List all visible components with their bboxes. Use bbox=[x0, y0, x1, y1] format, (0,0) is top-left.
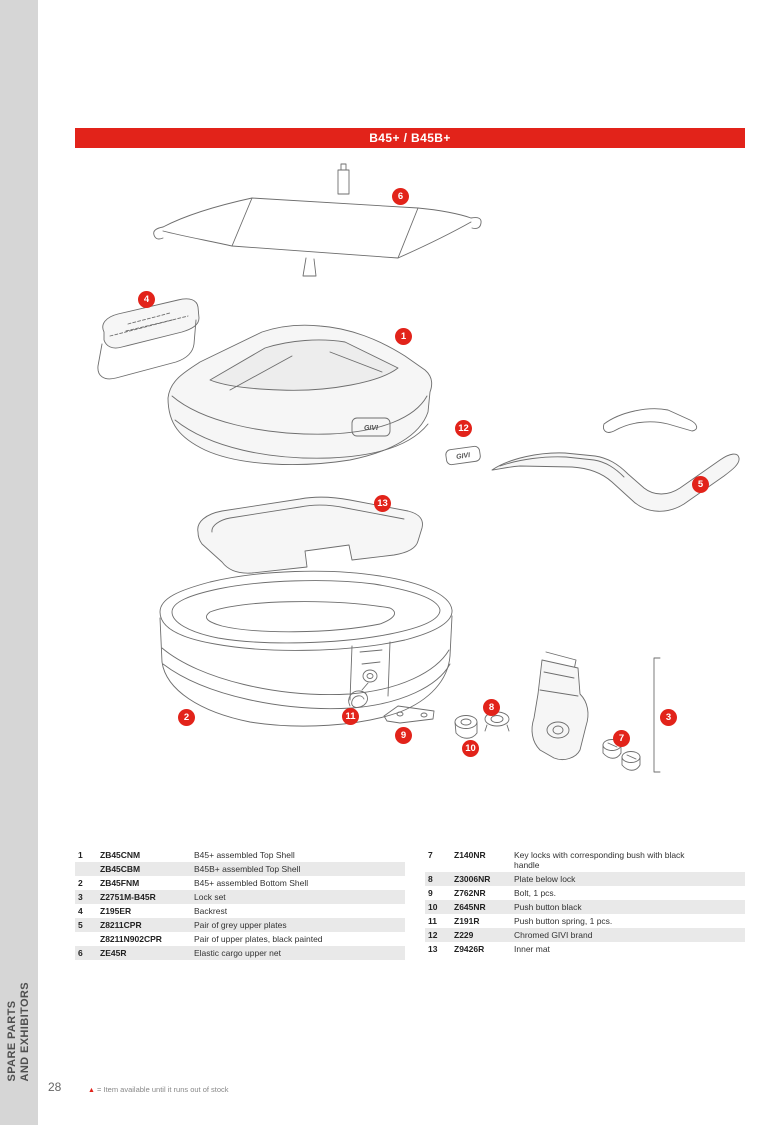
part-description: B45+ assembled Top Shell bbox=[194, 850, 295, 860]
part-description: Pair of grey upper plates bbox=[194, 920, 287, 930]
page-title: B45+ / B45B+ bbox=[369, 131, 451, 145]
callout-2: 2 bbox=[178, 709, 195, 726]
triangle-icon: ▲ bbox=[88, 1087, 95, 1094]
parts-tables: 1 ZB45CNM B45+ assembled Top Shell ZB45C… bbox=[75, 848, 745, 960]
part-code: Z191R bbox=[454, 916, 480, 926]
page-number: 28 bbox=[48, 1080, 62, 1094]
part-number: 8 bbox=[428, 874, 433, 884]
table-row: 9 Z762NR Bolt, 1 pcs. bbox=[425, 886, 745, 900]
part-number: 6 bbox=[78, 948, 83, 958]
part-code: Z9426R bbox=[454, 944, 485, 954]
table-row: 13 Z9426R Inner mat bbox=[425, 942, 745, 956]
part-description: B45B+ assembled Top Shell bbox=[194, 864, 301, 874]
table-row: 10 Z645NR Push button black bbox=[425, 900, 745, 914]
callout-7: 7 bbox=[613, 730, 630, 747]
part-code: Z195ER bbox=[100, 906, 132, 916]
callout-10: 10 bbox=[462, 740, 479, 757]
part-code: ZB45CNM bbox=[100, 850, 141, 860]
part-description: Key locks with corresponding bush with b… bbox=[514, 850, 685, 870]
part-description: Chromed GIVI brand bbox=[514, 930, 593, 940]
part-number: 13 bbox=[428, 944, 438, 954]
table-row: 7 Z140NR Key locks with corresponding bu… bbox=[425, 848, 745, 872]
part-code: ZB45FNM bbox=[100, 878, 140, 888]
table-row: 3 Z2751M-B45R Lock set bbox=[75, 890, 405, 904]
top-shell-drawing: GIVI bbox=[167, 324, 433, 466]
part-number: 11 bbox=[428, 916, 437, 926]
part-description: B45+ assembled Bottom Shell bbox=[194, 878, 309, 888]
table-row: 1 ZB45CNM B45+ assembled Top Shell bbox=[75, 848, 405, 862]
part-code: ZB45CBM bbox=[100, 864, 141, 874]
callout-11: 11 bbox=[342, 708, 359, 725]
footnote-text: = Item available until it runs out of st… bbox=[97, 1085, 229, 1094]
part-description: Plate below lock bbox=[514, 874, 576, 884]
callout-12: 12 bbox=[455, 420, 472, 437]
part-number: 3 bbox=[78, 892, 83, 902]
part-code: Z229 bbox=[454, 930, 474, 940]
sidebar: SPARE PARTS AND EXHIBITORS bbox=[0, 0, 38, 1125]
bolt-drawing bbox=[383, 705, 435, 724]
part-description: Pair of upper plates, black painted bbox=[194, 934, 323, 944]
table-row: 11 Z191R Push button spring, 1 pcs. bbox=[425, 914, 745, 928]
table-row: 4 Z195ER Backrest bbox=[75, 904, 405, 918]
part-code: Z140NR bbox=[454, 850, 486, 860]
shell-logo-text: GIVI bbox=[364, 425, 379, 432]
table-row: 12 Z229 Chromed GIVI brand bbox=[425, 928, 745, 942]
part-code: Z645NR bbox=[454, 902, 486, 912]
table-row: Z8211N902CPR Pair of upper plates, black… bbox=[75, 932, 405, 946]
parts-table-left: 1 ZB45CNM B45+ assembled Top Shell ZB45C… bbox=[75, 848, 405, 960]
part-code: ZE45R bbox=[100, 948, 127, 958]
part-code: Z2751M-B45R bbox=[100, 892, 156, 902]
part-description: Bolt, 1 pcs. bbox=[514, 888, 557, 898]
table-row: 5 Z8211CPR Pair of grey upper plates bbox=[75, 918, 405, 932]
callout-5: 5 bbox=[692, 476, 709, 493]
inner-mat-drawing bbox=[197, 496, 423, 574]
part-description: Inner mat bbox=[514, 944, 550, 954]
lock-mechanism-drawing bbox=[531, 651, 589, 761]
part-number: 1 bbox=[78, 850, 83, 860]
part-code: Z762NR bbox=[454, 888, 486, 898]
part-number: 10 bbox=[428, 902, 438, 912]
part-code: Z3006NR bbox=[454, 874, 491, 884]
cargo-net-drawing bbox=[153, 163, 482, 277]
footnote: ▲ = Item available until it runs out of … bbox=[88, 1085, 229, 1094]
push-button-drawing bbox=[454, 715, 478, 739]
callout-9: 9 bbox=[395, 727, 412, 744]
callout-13: 13 bbox=[374, 495, 391, 512]
part-number: 12 bbox=[428, 930, 438, 940]
badge-text: GIVI bbox=[456, 452, 472, 461]
part-description: Backrest bbox=[194, 906, 228, 916]
part-code: Z8211N902CPR bbox=[100, 934, 162, 944]
part-code: Z8211CPR bbox=[100, 920, 142, 930]
table-row: ZB45CBM B45B+ assembled Top Shell bbox=[75, 862, 405, 876]
callout-8: 8 bbox=[483, 699, 500, 716]
spring-drawing bbox=[348, 682, 369, 708]
callout-1: 1 bbox=[395, 328, 412, 345]
group-bracket-drawing bbox=[653, 657, 661, 773]
parts-table-right: 7 Z140NR Key locks with corresponding bu… bbox=[425, 848, 745, 960]
backrest-drawing bbox=[97, 298, 200, 380]
chromed-strip-drawing bbox=[491, 408, 740, 512]
callout-3: 3 bbox=[660, 709, 677, 726]
bottom-shell-drawing bbox=[159, 570, 453, 727]
callout-6: 6 bbox=[392, 188, 409, 205]
part-number: 7 bbox=[428, 850, 433, 860]
givi-badge-drawing: GIVI bbox=[445, 445, 481, 466]
callout-4: 4 bbox=[138, 291, 155, 308]
part-number: 4 bbox=[78, 906, 83, 916]
part-number: 2 bbox=[78, 878, 83, 888]
part-number: 9 bbox=[428, 888, 433, 898]
part-number: 5 bbox=[78, 920, 83, 930]
table-row: 8 Z3006NR Plate below lock bbox=[425, 872, 745, 886]
part-description: Push button spring, 1 pcs. bbox=[514, 916, 613, 926]
page-title-banner: B45+ / B45B+ bbox=[75, 128, 745, 148]
part-description: Push button black bbox=[514, 902, 582, 912]
table-row: 6 ZE45R Elastic cargo upper net bbox=[75, 946, 405, 960]
part-description: Lock set bbox=[194, 892, 226, 902]
table-row: 2 ZB45FNM B45+ assembled Bottom Shell bbox=[75, 876, 405, 890]
part-description: Elastic cargo upper net bbox=[194, 948, 281, 958]
